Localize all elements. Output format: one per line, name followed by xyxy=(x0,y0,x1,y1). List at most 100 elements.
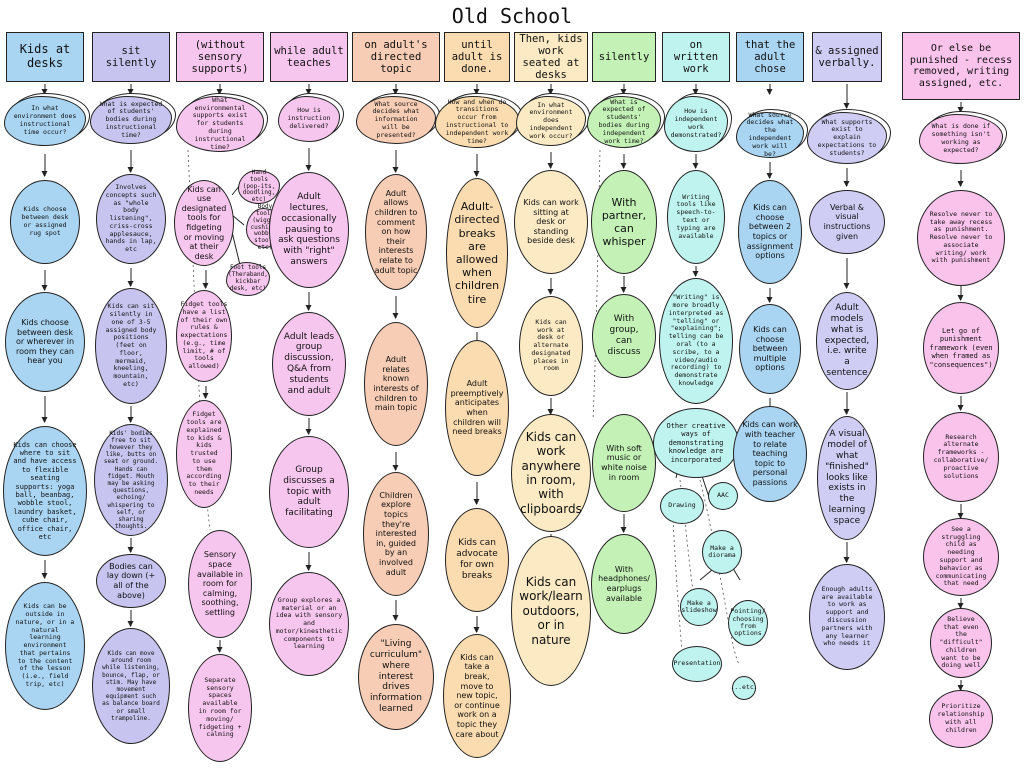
answer-bubble: "Writing" is more broadly interpreted as… xyxy=(659,278,733,404)
answer-bubble: Believe that even the "difficult" childr… xyxy=(930,608,992,678)
answer-bubble: Kids choose between desk or wherever in … xyxy=(5,292,85,392)
answer-bubble: Kids choose between desk or assigned rug… xyxy=(10,180,80,264)
answer-bubble: Other creative ways of demonstrating kno… xyxy=(653,408,739,478)
arrow xyxy=(843,392,850,415)
arrow xyxy=(473,616,480,633)
arrow xyxy=(547,278,554,295)
column-header: on adult's directed topic xyxy=(352,32,440,82)
arrow xyxy=(392,600,399,621)
arrow xyxy=(41,396,48,423)
column-assigned-verbally: & assigned verbally. What supports exist… xyxy=(807,30,887,768)
answer-bubble: Resolve never to take away recess as pun… xyxy=(917,190,1005,286)
column-adults-directed-topic: on adult's directed topic What source de… xyxy=(352,30,440,768)
column-without-sensory-supports: (without sensory supports) What environm… xyxy=(174,30,264,768)
arrow xyxy=(547,152,554,169)
column-header: Kids at desks xyxy=(6,32,84,82)
arrow xyxy=(127,268,134,287)
answer-bubble: Let go of punishment framework (even whe… xyxy=(923,302,999,394)
arrow xyxy=(957,504,964,519)
arrow xyxy=(127,150,134,173)
answer-bubble: Verbal & visual instructions given xyxy=(809,190,885,254)
arrow xyxy=(692,266,699,277)
answer-bubble: A visual model of what "finished" looks … xyxy=(817,416,877,540)
arrow xyxy=(473,482,480,505)
side-note-cloud: Hand tools (pop-its, doodling, etc) xyxy=(238,169,280,204)
arrow xyxy=(766,84,773,95)
answer-bubble: Kids can work/learn outdoors, or in natu… xyxy=(511,536,591,686)
question-cloud: What environmental supports exist for st… xyxy=(176,96,264,152)
answer-bubble: With soft music or white noise in room xyxy=(592,414,656,512)
arrow xyxy=(957,170,964,187)
arrow xyxy=(305,292,312,311)
answer-bubble: Kids can be outside in nature, or in a n… xyxy=(5,582,85,710)
arrow xyxy=(957,102,964,113)
question-cloud: How is instruction delivered? xyxy=(278,96,340,142)
arrow xyxy=(127,610,134,627)
answer-bubble: Kids can work at desk or alternate desig… xyxy=(519,296,583,396)
question-cloud: What is done if something isn't working … xyxy=(919,114,1003,164)
option-bubble: Make a slideshow xyxy=(680,588,718,626)
arrow xyxy=(305,84,312,95)
answer-bubble: Enough adults are available to work as s… xyxy=(809,564,885,670)
arrow xyxy=(766,162,773,179)
answer-bubble: Adult lectures, occasionally pausing to … xyxy=(269,172,349,288)
arrow xyxy=(957,396,964,411)
question-cloud: What is expected of students' bodies dur… xyxy=(587,96,661,148)
arrow xyxy=(843,168,850,187)
answer-bubble: Kids can move around room while listenin… xyxy=(92,628,170,744)
question-cloud: How and when do transitions occur from i… xyxy=(435,96,519,148)
answer-bubble: Kids can work with teacher to relate tea… xyxy=(733,406,807,502)
answer-bubble: With headphones/ earplugs available xyxy=(591,534,657,634)
arrow xyxy=(392,452,399,471)
answer-bubble: Adult allows children to comment on how … xyxy=(365,174,427,290)
answer-bubble: Kids can sit silently in one of 3-5 assi… xyxy=(95,288,167,404)
option-bubble: AAC xyxy=(708,482,738,510)
answer-bubble: With partner, can whisper xyxy=(591,170,657,274)
answer-bubble: Sensory space available in room for calm… xyxy=(188,530,252,638)
column-sit-silently: sit silently What is expected of student… xyxy=(90,30,172,768)
arrow xyxy=(41,560,48,579)
column-header: that the adult chose xyxy=(736,32,804,82)
column-silently: silently What is expected of students' b… xyxy=(587,30,661,768)
arrow xyxy=(41,84,48,95)
page-title: Old School xyxy=(451,4,573,28)
question-cloud: In what environment does instructional t… xyxy=(4,96,86,146)
answer-bubble: Adult leads group discussion, Q&A from s… xyxy=(272,312,346,416)
column-header: (without sensory supports) xyxy=(176,32,264,82)
column-header: & assigned verbally. xyxy=(812,32,882,82)
column-header: Or else be punished - recess removed, wr… xyxy=(902,32,1020,100)
arrow xyxy=(392,150,399,173)
question-cloud: What is expected of students' bodies dur… xyxy=(90,96,172,144)
column-written-work: on written work How is independent work … xyxy=(653,30,739,768)
arrow xyxy=(692,84,699,95)
column-until-adult-done: until adult is done. How and when do tra… xyxy=(435,30,519,768)
answer-bubble: Prioritize relationship with all childre… xyxy=(929,690,993,748)
answer-bubble: Kids can work sitting at desk or standin… xyxy=(514,170,588,274)
column-kids-work-seated: Then, kids work seated at desks In what … xyxy=(511,30,591,768)
arrow xyxy=(473,154,480,177)
answer-bubble: Kids can choose between multiple options xyxy=(739,304,801,394)
answer-bubble: Kids can advocate for own breaks xyxy=(445,508,509,612)
answer-bubble: Bodies can lay down (+ all of the above) xyxy=(96,554,166,608)
column-header: Then, kids work seated at desks xyxy=(514,32,588,82)
question-cloud: What supports exist to explain expectati… xyxy=(807,112,887,164)
question-cloud: What source decides what information wil… xyxy=(356,96,436,144)
arrow xyxy=(620,276,627,293)
answer-bubble: With group, can discuss xyxy=(592,294,656,378)
arrow xyxy=(843,258,850,289)
arrow xyxy=(127,406,134,423)
answer-bubble: Fidget tools are explained to kids & kid… xyxy=(176,400,232,508)
option-bubble: Pointing/ choosing from options xyxy=(728,600,768,646)
arrow xyxy=(620,514,627,533)
answer-bubble: Research alternate frameworks - collabor… xyxy=(923,412,999,502)
arrow xyxy=(127,538,134,553)
answer-bubble: Kids can take a break, move to new topic… xyxy=(443,634,511,758)
answer-bubble: "Living curriculum" where interest drive… xyxy=(358,624,434,730)
arrow xyxy=(692,154,699,169)
column-header: on written work xyxy=(662,32,730,82)
column-while-adult-teaches: while adult teaches How is instruction d… xyxy=(269,30,349,768)
answer-bubble: Adult preemptively anticipates when chil… xyxy=(445,340,509,476)
arrow xyxy=(547,398,554,415)
column-header: sit silently xyxy=(92,32,170,82)
answer-bubble: Kids' bodies free to sit however they li… xyxy=(94,424,168,536)
